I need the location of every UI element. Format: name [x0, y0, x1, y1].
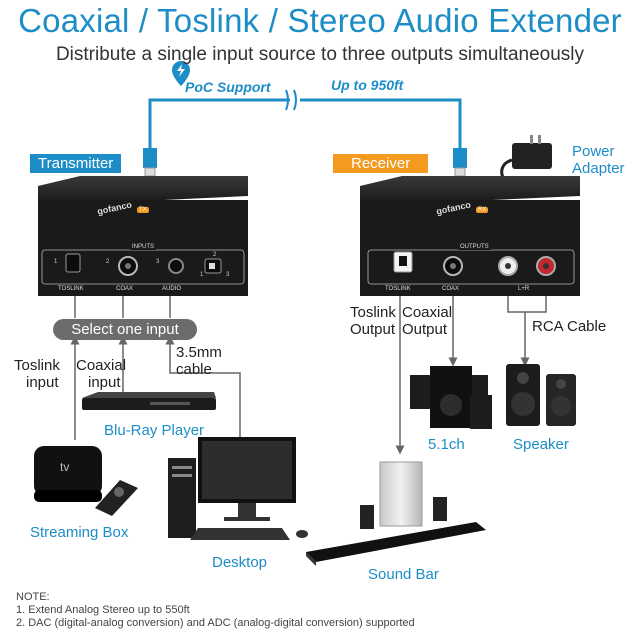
surround-label: 5.1ch	[428, 436, 465, 453]
rx-lr-port-label: L+R	[518, 286, 530, 292]
note: NOTE: 1. Extend Analog Stereo up to 550f…	[16, 591, 415, 630]
tx-switch-label-1: 1	[200, 272, 204, 278]
transmitter-panel-title: INPUTS	[130, 244, 157, 250]
rj45-plug-receiver	[453, 148, 467, 177]
tx-coax-port-label: COAX	[116, 286, 134, 292]
rx-toslink-port-label: TOSLINK	[385, 286, 411, 292]
desktop-label: Desktop	[212, 554, 268, 571]
receiver-panel-title: OUTPUTS	[458, 244, 491, 250]
tx-port-number-2: 2	[106, 259, 110, 265]
receiver-tag: Receiver	[333, 154, 429, 173]
soundbar-label: Sound Bar	[368, 566, 439, 583]
page-subtitle: Distribute a single input source to thre…	[55, 44, 585, 65]
select-one-input-label: Select one input	[53, 319, 197, 340]
tx-port-number-3: 3	[156, 259, 160, 265]
transmitter-device	[38, 176, 248, 296]
tx-switch-label-2: 2	[213, 252, 217, 258]
rca-cable-label: RCA Cable	[532, 318, 607, 335]
range-label: Up to 950ft	[331, 77, 404, 93]
receiver-device	[360, 176, 580, 296]
signal-lines	[70, 296, 547, 455]
transmitter-tag: Transmitter	[30, 154, 122, 173]
poc-icon	[172, 61, 190, 86]
streaming-box-icon	[34, 446, 138, 516]
note-line-1: 1. Extend Analog Stereo up to 550ft	[16, 604, 190, 616]
bookshelf-speaker-icon	[506, 364, 576, 426]
speaker-label: Speaker	[513, 436, 569, 453]
poc-support-label: PoC Support	[185, 79, 271, 95]
tx-audio-port-label: AUDIO	[162, 286, 182, 292]
streaming-box-label: Streaming Box	[30, 524, 129, 541]
note-line-2: 2. DAC (digital-analog conversion) and A…	[16, 617, 415, 629]
transmitter-badge: TX	[137, 207, 149, 213]
bluray-player-icon	[82, 392, 216, 410]
tx-port-number-1: 1	[54, 259, 58, 265]
soundbar-icon	[306, 461, 486, 566]
surround-speaker-icon	[410, 366, 492, 429]
page-title: Coaxial / Toslink / Stereo Audio Extende…	[18, 2, 622, 39]
tx-toslink-port-label: TOSLINK	[58, 286, 84, 292]
rj45-plug-transmitter	[143, 148, 157, 177]
rx-coax-port-label: COAX	[442, 286, 460, 292]
desktop-icon	[168, 437, 308, 540]
bluray-label: Blu-Ray Player	[104, 422, 205, 439]
tx-switch-label-3: 3	[226, 272, 230, 278]
appletv-logo: tv	[60, 460, 70, 474]
note-heading: NOTE:	[16, 591, 50, 603]
poc-cable	[148, 89, 462, 150]
receiver-badge: RX	[476, 207, 489, 213]
